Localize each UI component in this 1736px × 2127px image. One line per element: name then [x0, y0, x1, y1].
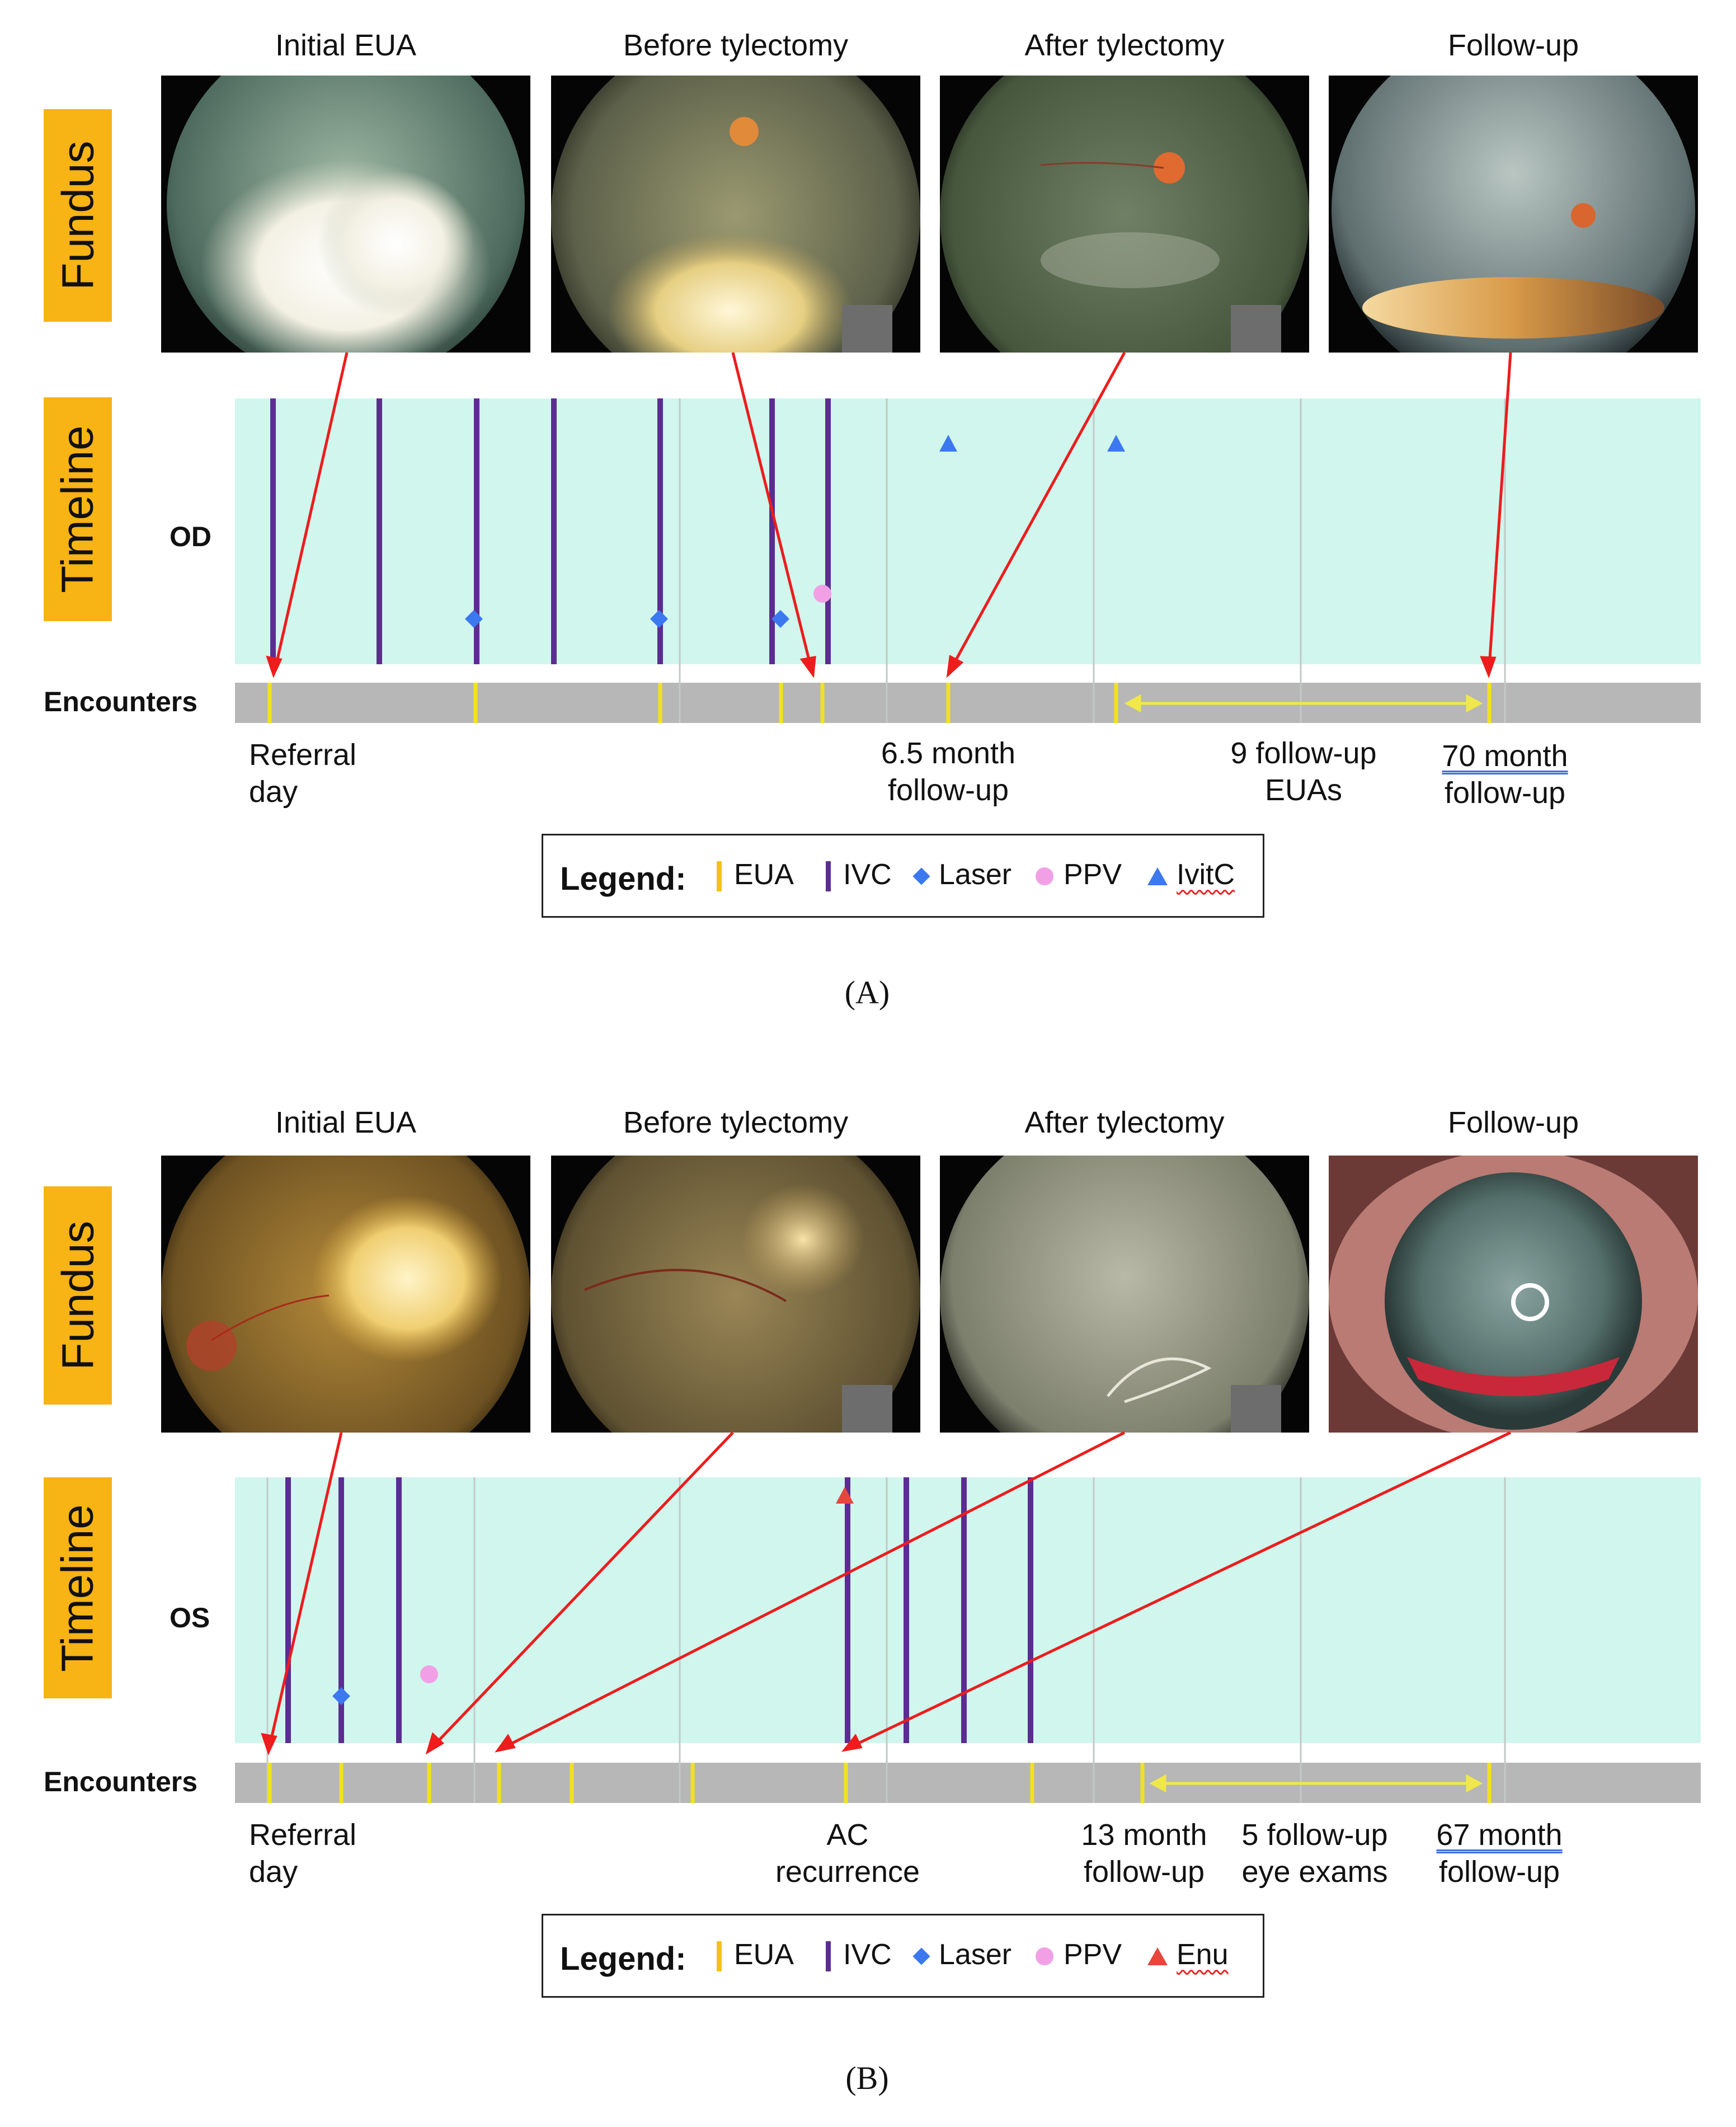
- fundus-photo-after-tylectomy: [940, 1156, 1309, 1433]
- photo-title-before-tylectomy: Before tylectomy: [623, 29, 849, 62]
- photo-title-before-tylectomy: Before tylectomy: [623, 1106, 849, 1139]
- fundus-photo-follow-up: [1329, 1156, 1698, 1433]
- timeline-tag: Timeline: [44, 397, 112, 621]
- eye-label-os: OS: [170, 1602, 210, 1633]
- legend-item-ivc: IVC: [826, 858, 892, 892]
- eua-symbol: [717, 861, 722, 892]
- laser-symbol: [912, 1947, 930, 1965]
- legend-item-enu: Enu: [1147, 1938, 1229, 1971]
- legend-item-eua: EUA: [717, 1938, 794, 1972]
- ppv-symbol: [1036, 1947, 1053, 1966]
- encounters-label: Encounters: [44, 686, 198, 717]
- ivc-symbol: [826, 1941, 831, 1972]
- fundus-tag: Fundus: [44, 1186, 112, 1405]
- legend-b: Legend: EUA IVC Laser PPV Enu: [542, 1914, 1264, 1998]
- photo-title-after-tylectomy: After tylectomy: [1024, 29, 1225, 62]
- photo-title-initial-eua: Initial EUA: [275, 29, 417, 62]
- laser-symbol: [912, 867, 930, 885]
- encounters-bar-od: [235, 683, 1701, 723]
- fundus-photo-follow-up: [1329, 76, 1698, 353]
- encounters-label: Encounters: [44, 1766, 198, 1797]
- panel-label-a: (A): [844, 974, 890, 1011]
- fundus-photo-before-tylectomy: [551, 76, 920, 353]
- encounters-bar-os: [235, 1763, 1701, 1803]
- timeline-band-od: [235, 398, 1701, 664]
- legend-item-laser: Laser: [912, 1938, 1012, 1971]
- legend-item-eua: EUA: [717, 858, 794, 892]
- photo-title-after-tylectomy: After tylectomy: [1024, 1106, 1225, 1139]
- timeline-band-os: [235, 1477, 1701, 1743]
- panel-label-b: (B): [845, 2060, 889, 2096]
- photo-title-follow-up: Follow-up: [1447, 1106, 1579, 1139]
- fundus-photo-after-tylectomy: [940, 76, 1309, 353]
- photo-title-follow-up: Follow-up: [1447, 29, 1579, 62]
- timeline-tag: Timeline: [44, 1477, 112, 1698]
- eua-symbol: [717, 1941, 722, 1972]
- fundus-photo-initial-eua: [161, 1156, 530, 1433]
- legend-item-laser: Laser: [912, 858, 1012, 891]
- legend-title: Legend:: [560, 861, 686, 897]
- photo-title-initial-eua: Initial EUA: [275, 1106, 417, 1139]
- enu-symbol: [1147, 1947, 1168, 1966]
- fundus-photo-initial-eua: [161, 76, 530, 353]
- legend-item-ivitc: IvitC: [1147, 858, 1235, 891]
- legend-item-ppv: PPV: [1036, 858, 1122, 891]
- legend-item-ppv: PPV: [1036, 1938, 1122, 1971]
- ppv-symbol: [1036, 867, 1053, 886]
- legend-a: Legend: EUA IVC Laser PPV IvitC: [542, 834, 1264, 918]
- ivitc-symbol: [1147, 867, 1168, 886]
- fundus-photo-before-tylectomy: [551, 1156, 920, 1433]
- fundus-tag: Fundus: [44, 109, 112, 322]
- legend-title: Legend:: [560, 1941, 686, 1977]
- ivc-symbol: [826, 861, 831, 892]
- eye-label-od: OD: [170, 521, 211, 552]
- legend-item-ivc: IVC: [826, 1938, 892, 1972]
